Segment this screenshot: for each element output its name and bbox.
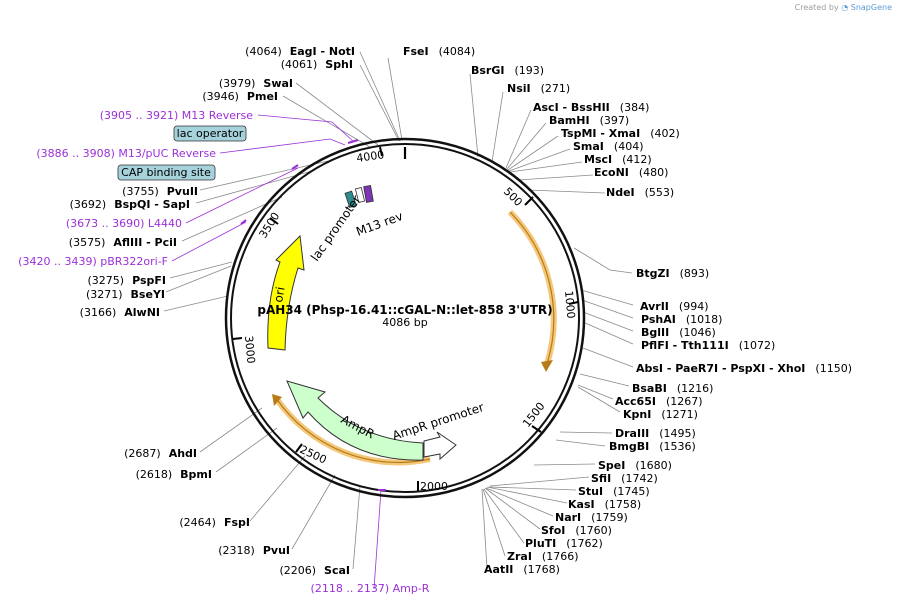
- enzyme-site-label: (2318)PvuI: [218, 544, 290, 557]
- primer-label: (3905 .. 3921) M13 Reverse: [100, 109, 253, 122]
- enzyme-site-label: (3755)PvuII: [122, 185, 198, 198]
- enzyme-site-label: AatII(1768): [484, 563, 560, 576]
- badge-lac-operator: lac operator: [173, 125, 247, 142]
- enzyme-site-label: SmaI(404): [573, 140, 644, 153]
- enzyme-site-label: (3692)BspQI - SapI: [70, 198, 190, 211]
- enzyme-site-label: BamHI(397): [549, 114, 629, 127]
- enzyme-site-label: NarI(1759): [555, 511, 628, 524]
- enzyme-site-label: NsiI(271): [507, 82, 570, 95]
- backbone: [224, 137, 586, 499]
- enzyme-site-label: (3275)PspFI: [88, 274, 166, 287]
- enzyme-site-label: SfiI(1742): [591, 472, 658, 485]
- tick-label-2000: 2000: [420, 480, 448, 493]
- primer-label: (2118 .. 2137) Amp-R: [311, 582, 430, 595]
- cap-site-block: [354, 186, 366, 204]
- primer-label: (3886 .. 3908) M13/pUC Reverse: [36, 147, 216, 160]
- primer-label: (3673 .. 3690) L4440: [66, 217, 182, 230]
- enzyme-site-label: NdeI(553): [606, 186, 674, 199]
- enzyme-site-label: PshAI(1018): [641, 313, 722, 326]
- plasmid-length: 4086 bp: [382, 316, 427, 329]
- badge-cap-site-text: CAP binding site: [121, 166, 211, 179]
- tick-label-1500: 1500: [520, 400, 547, 430]
- credit-text: Created by: [794, 3, 839, 12]
- primer-labels: (3905 .. 3921) M13 Reverse (3886 .. 3908)…: [18, 109, 430, 595]
- primer-leaders: [171, 114, 382, 590]
- enzyme-site-label: (2206)ScaI: [279, 564, 350, 577]
- enzyme-site-label: KpnI(1271): [623, 408, 698, 421]
- badge-cap-site: CAP binding site: [117, 164, 216, 181]
- ori-label: ori: [271, 286, 287, 304]
- snapgene-logo-icon: ◔: [841, 3, 849, 12]
- enzyme-site-label: DraIII(1495): [615, 427, 696, 440]
- enzyme-site-label: (3575)AflIII - PciI: [69, 236, 177, 249]
- enzyme-site-label: EcoNI(480): [594, 166, 668, 179]
- enzyme-site-label: BglII(1046): [641, 326, 716, 339]
- tick-label-4000: 4000: [356, 148, 386, 165]
- enzyme-site-label: BmgBI(1536): [609, 440, 696, 453]
- enzyme-site-label: SfoI(1760): [541, 524, 612, 537]
- ampr-promoter-arrow: [423, 431, 457, 461]
- credit-brand: SnapGene: [850, 3, 892, 12]
- enzyme-site-label: (4064)EagI - NotI: [245, 45, 355, 58]
- enzyme-site-label: FseI(4084): [403, 45, 475, 58]
- tick-marks: [232, 146, 579, 491]
- cds-arc-right: [507, 209, 557, 365]
- right-enzyme-labels: FseI(4084) BsrGI(193) NsiI(271) AscI - BssH…: [403, 45, 852, 576]
- enzyme-site-label: BtgZI(893): [636, 267, 709, 280]
- enzyme-site-label: KasI(1758): [568, 498, 641, 511]
- ori-arrow: [267, 234, 305, 351]
- enzyme-site-label: PflFI - Tth111I(1072): [641, 339, 775, 352]
- leader-lines: [163, 51, 634, 570]
- tick-label-3000: 3000: [242, 335, 257, 364]
- m13-rev-block: [363, 184, 374, 203]
- badge-lac-operator-text: lac operator: [177, 127, 244, 140]
- plasmid-title-group: pAH34 (Phsp-16.41::cGAL-N::let-858 3'UTR…: [257, 303, 552, 329]
- enzyme-site-label: (3166)AlwNI: [80, 306, 160, 319]
- enzyme-site-label: (3979)SwaI: [219, 77, 293, 90]
- primer-label: (3420 .. 3439) pBR322ori-F: [18, 255, 168, 268]
- enzyme-site-label: StuI(1745): [578, 485, 650, 498]
- enzyme-site-label: (2687)AhdI: [124, 447, 197, 460]
- plasmid-title: pAH34 (Phsp-16.41::cGAL-N::let-858 3'UTR…: [257, 303, 552, 317]
- enzyme-site-label: BsaBI(1216): [632, 382, 713, 395]
- enzyme-site-label: BsrGI(193): [471, 64, 544, 77]
- enzyme-site-label: Acc65I(1267): [615, 395, 703, 408]
- enzyme-site-label: (3946)PmeI: [202, 90, 278, 103]
- lac-promoter-block: [344, 190, 357, 209]
- enzyme-site-label: TspMI - XmaI(402): [561, 127, 680, 140]
- enzyme-site-label: PluTI(1762): [525, 537, 603, 550]
- left-enzyme-labels: (4064)EagI - NotI(4061)SphI(3979)SwaI(39…: [69, 45, 355, 577]
- enzyme-site-label: (2464)FspI: [179, 516, 250, 529]
- enzyme-site-label: (2618)BpmI: [136, 468, 212, 481]
- m13-rev-label: M13 rev: [354, 209, 404, 239]
- snapgene-credit: Created by ◔ SnapGene: [795, 3, 892, 12]
- enzyme-site-label: (4061)SphI: [281, 58, 353, 71]
- enzyme-site-label: MscI(412): [584, 153, 652, 166]
- cds-arc-right-head: [541, 360, 553, 372]
- enzyme-site-label: ZraI(1766): [507, 550, 579, 563]
- enzyme-site-label: AvrII(994): [640, 300, 709, 313]
- tick-label-1000: 1000: [562, 290, 577, 319]
- tick-label-2500: 2500: [298, 443, 329, 467]
- ampr-arrow: [286, 380, 424, 461]
- enzyme-site-label: AscI - BssHII(384): [533, 101, 649, 114]
- enzyme-site-label: (3271)BseYI: [86, 288, 165, 301]
- enzyme-site-label: AbsI - PaeR7I - PspXI - XhoI(1150): [636, 362, 852, 375]
- ampr-promoter-label: AmpR promoter: [391, 400, 486, 443]
- enzyme-site-label: SpeI(1680): [598, 459, 672, 472]
